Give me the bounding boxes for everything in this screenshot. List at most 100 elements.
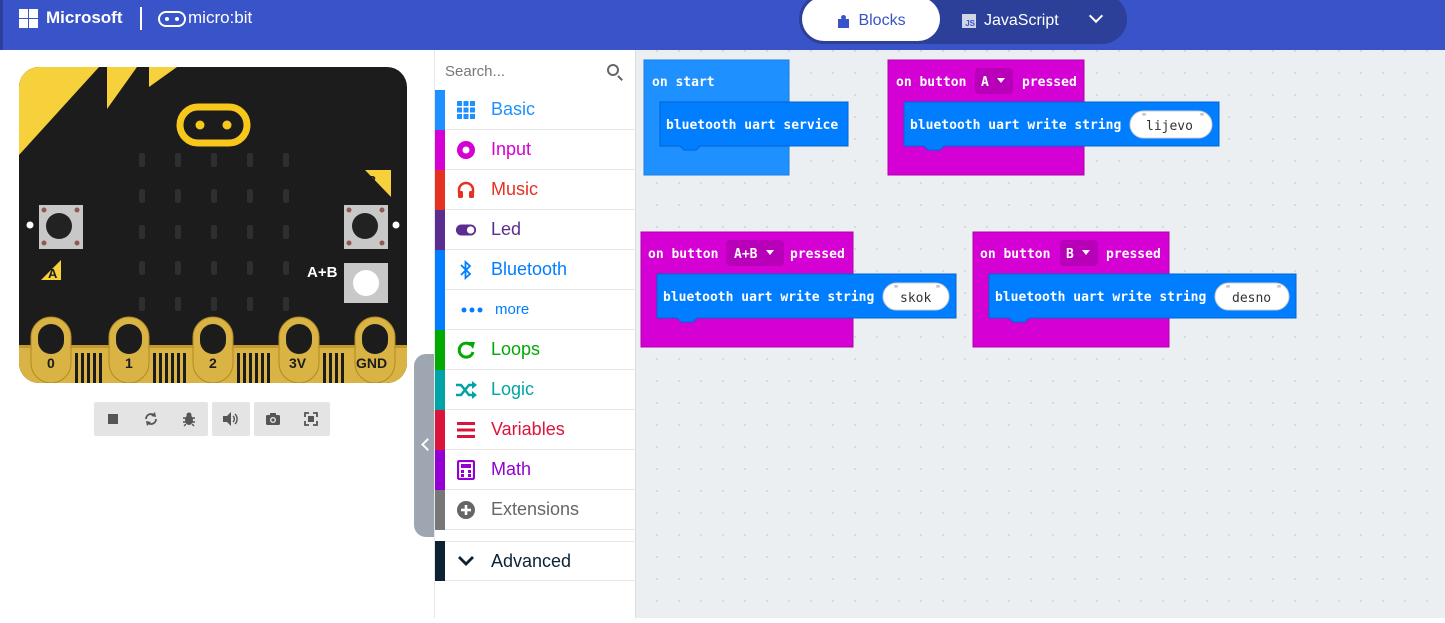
headphones-icon (455, 179, 477, 201)
javascript-tab[interactable]: JS JavaScript (962, 0, 1082, 41)
search-input[interactable] (445, 59, 595, 83)
pin-2-label: 2 (209, 355, 217, 371)
category-loops[interactable]: Loops (435, 329, 636, 370)
category-bluetooth-more[interactable]: more (435, 289, 636, 330)
hat-suffix-label: pressed (1022, 75, 1077, 90)
on-button-b-block[interactable]: on button B pressed bluetooth uart write… (972, 231, 1297, 348)
stop-icon[interactable] (94, 402, 132, 436)
button-dropdown-value: A+B (734, 247, 758, 262)
category-variables[interactable]: Variables (435, 409, 636, 450)
blocks-tab-label: Blocks (858, 12, 906, 29)
category-label: Bluetooth (491, 259, 568, 279)
category-color-bar (435, 169, 445, 210)
category-label: Extensions (491, 499, 580, 519)
microbit-simulator-board[interactable]: 0 1 2 3V GND A B A+B (19, 67, 407, 383)
pin-gnd-label: GND (356, 355, 387, 371)
javascript-icon: JS (962, 14, 976, 28)
speaker-icon[interactable] (212, 402, 250, 436)
category-color-bar (435, 489, 445, 530)
category-math[interactable]: Math (435, 449, 636, 490)
svg-text:": " (1276, 284, 1282, 295)
category-label: Led (491, 219, 522, 239)
loop-icon (455, 339, 477, 361)
camera-icon[interactable] (254, 402, 292, 436)
category-bluetooth[interactable]: Bluetooth (435, 249, 636, 290)
board-graphic: 0 1 2 3V GND A B A+B (19, 67, 407, 383)
grid-icon (455, 99, 477, 121)
plus-circle-icon (455, 499, 477, 521)
category-color-bar (435, 449, 445, 490)
category-color-bar (435, 289, 445, 330)
toolbox: Basic Input Music Led Bluetooth more Loo… (434, 50, 636, 618)
fullscreen-icon[interactable] (292, 402, 330, 436)
button-dropdown[interactable] (975, 68, 1013, 94)
category-label: Loops (491, 339, 541, 359)
shuffle-icon (455, 379, 477, 401)
category-label: Math (491, 459, 532, 479)
statement-label: bluetooth uart write string (663, 290, 874, 305)
corner-stripe (149, 67, 177, 87)
hat-prefix-label: on button (648, 247, 718, 262)
category-color-bar (435, 329, 445, 370)
bluetooth-uart-write-string-block[interactable]: bluetooth uart write string " skok " (656, 273, 957, 323)
puzzle-icon (836, 14, 850, 28)
on-start-block[interactable]: on start bluetooth uart service (643, 59, 849, 176)
category-label: Variables (491, 419, 565, 439)
hat-suffix-label: pressed (1106, 247, 1161, 262)
debug-icon[interactable] (170, 402, 208, 436)
on-start-label: on start (652, 75, 715, 90)
workspace-canvas: on start bluetooth uart service on butto… (640, 59, 1297, 348)
microsoft-logo-icon[interactable] (19, 9, 38, 28)
bluetooth-uart-service-block[interactable]: bluetooth uart service (659, 101, 849, 151)
sim-controls-group (94, 402, 208, 436)
blocks-workspace[interactable]: on start bluetooth uart service on butto… (636, 50, 1445, 618)
string-input[interactable] (882, 282, 950, 311)
category-logic[interactable]: Logic (435, 369, 636, 410)
restart-icon[interactable] (132, 402, 170, 436)
string-value: desno (1232, 291, 1271, 306)
svg-text:": " (935, 284, 941, 295)
category-music[interactable]: Music (435, 169, 636, 210)
category-input[interactable]: Input (435, 129, 636, 170)
header-divider (140, 7, 142, 30)
button-dropdown-value: A (981, 75, 989, 90)
led-matrix (139, 153, 289, 311)
dropdown-arrow-icon (997, 78, 1005, 83)
string-input[interactable] (1129, 110, 1213, 139)
category-advanced[interactable]: Advanced (435, 541, 636, 581)
button-dropdown[interactable] (1060, 240, 1098, 266)
simulator-panel: 0 1 2 3V GND A B A+B (0, 50, 434, 618)
collapse-simulator-button[interactable] (414, 354, 436, 537)
hat-suffix-label: pressed (790, 247, 845, 262)
on-button-a-block[interactable]: on button A pressed bluetooth uart write… (887, 59, 1220, 176)
toolbox-search (435, 50, 636, 90)
editor-mode-switch: Blocks JS JavaScript (799, 0, 1127, 44)
microbit-brand[interactable]: micro:bit (188, 8, 253, 27)
microbit-logo-icon[interactable] (158, 11, 186, 27)
dots-icon (461, 299, 483, 321)
statement-label: bluetooth uart service (666, 118, 838, 133)
bluetooth-uart-write-string-block[interactable]: bluetooth uart write string " desno " (988, 273, 1297, 323)
category-led[interactable]: Led (435, 209, 636, 250)
category-extensions[interactable]: Extensions (435, 489, 636, 530)
category-basic[interactable]: Basic (435, 89, 636, 130)
microsoft-brand[interactable]: Microsoft (46, 8, 123, 27)
search-icon[interactable] (607, 64, 619, 76)
svg-text:": " (1141, 112, 1147, 123)
category-color-bar (435, 209, 445, 250)
top-bar: Microsoft micro:bit Blocks JS JavaScript (0, 0, 1445, 50)
chevron-down-icon[interactable] (1087, 9, 1107, 29)
svg-text:": " (893, 284, 899, 295)
category-label: more (495, 301, 530, 318)
button-dropdown[interactable] (726, 240, 784, 266)
statement-label: bluetooth uart write string (995, 290, 1206, 305)
bluetooth-uart-write-string-block[interactable]: bluetooth uart write string " lijevo " (903, 101, 1220, 151)
on-button-ab-block[interactable]: on button A+B pressed bluetooth uart wri… (640, 231, 957, 348)
button-dropdown-value: B (1066, 247, 1074, 262)
string-input[interactable] (1214, 282, 1290, 311)
category-color-bar (435, 369, 445, 410)
dropdown-arrow-icon (1082, 250, 1090, 255)
category-color-bar (435, 541, 445, 581)
blocks-tab[interactable]: Blocks (802, 0, 940, 41)
pin-0-label: 0 (47, 355, 55, 371)
